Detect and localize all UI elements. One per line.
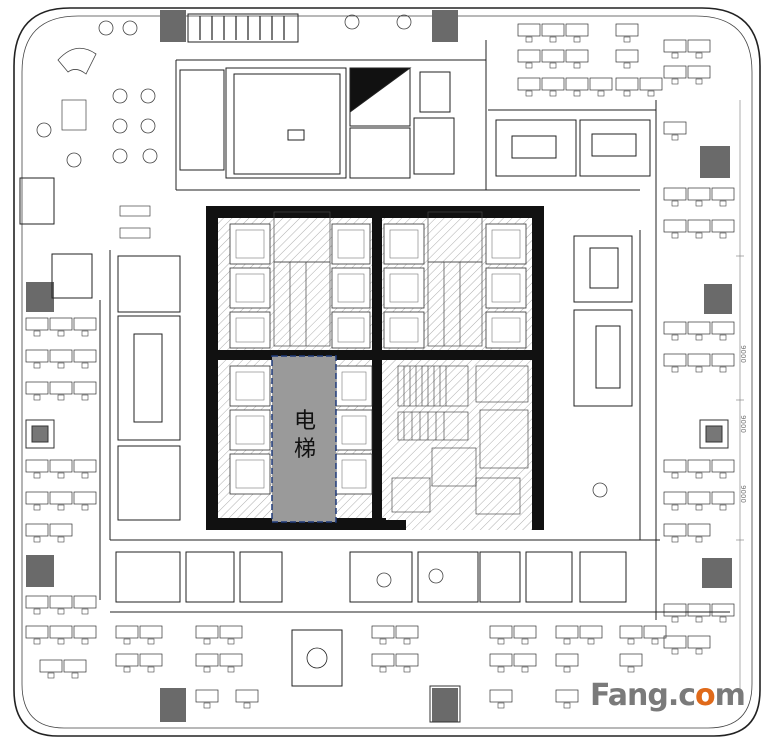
column-blocks [26, 146, 732, 722]
top-column-blocks [160, 10, 458, 42]
dim-label-2: 9000 [738, 415, 747, 433]
partitions [99, 40, 730, 620]
desk-rows-bottom [115, 625, 667, 709]
dim-label-1: 9000 [738, 345, 747, 363]
building-outline [13, 7, 761, 737]
top-mechanical-strip [187, 13, 299, 43]
core-cell-inner [235, 229, 521, 489]
service-rooms [179, 67, 455, 179]
right-rooms [495, 119, 651, 407]
dimension-line [736, 100, 744, 690]
bottom-rooms [115, 551, 627, 687]
watermark-pre: Fang [590, 678, 669, 713]
watermark-mid: .c [667, 678, 696, 713]
elevator-label: 电梯 [276, 408, 334, 464]
lounge-tables [36, 14, 608, 588]
watermark-post: m [714, 678, 746, 713]
dim-label-3: 9000 [738, 485, 747, 503]
fang-watermark: Fang.com [590, 678, 746, 713]
left-rooms [19, 177, 181, 521]
desk-rows-top [517, 23, 663, 97]
elevator-label-text: 电梯 [293, 409, 316, 462]
stairs [391, 365, 529, 515]
washrooms [273, 211, 483, 347]
wall-stubs [25, 419, 729, 723]
desk-rows-left [25, 317, 97, 679]
watermark-o: o [695, 678, 716, 713]
elevator-block [271, 355, 337, 523]
